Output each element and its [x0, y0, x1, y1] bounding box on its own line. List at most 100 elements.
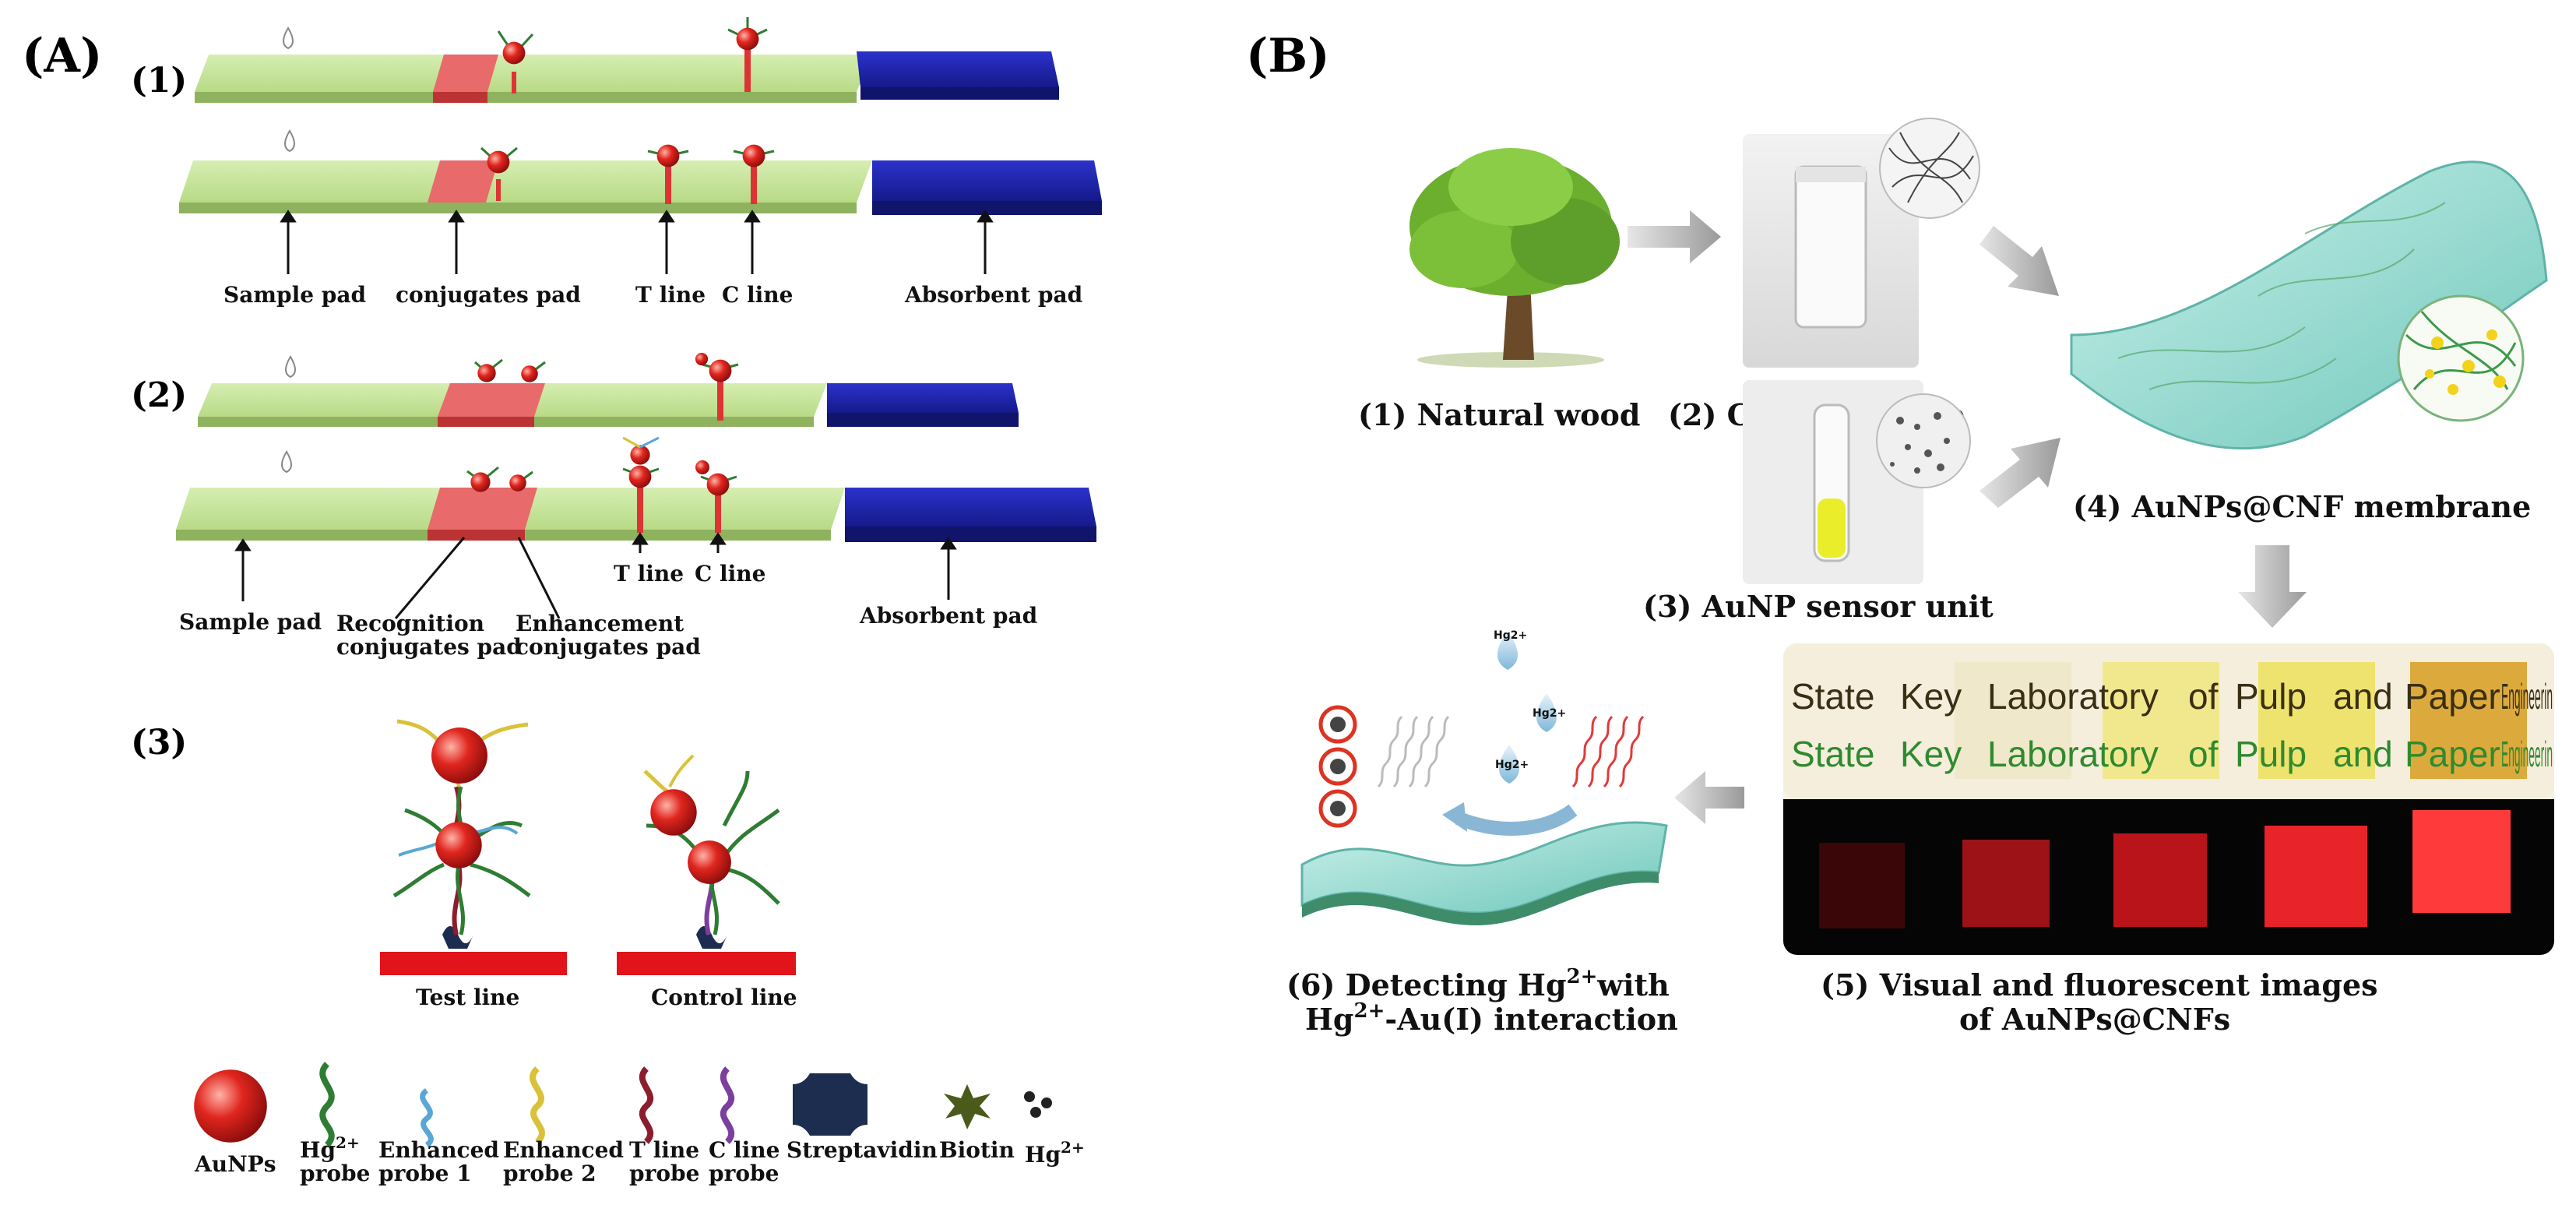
svg-text:Engineerin: Engineerin	[2501, 734, 2553, 774]
svg-text:Hg2+: Hg2+	[1533, 707, 1566, 720]
curved-arrow	[1455, 804, 1578, 836]
arrow-aunp-to-membrane	[1980, 438, 2060, 508]
label-recognition-pad: conjugates pad	[336, 634, 522, 660]
conjugate-probe-1a	[497, 30, 534, 93]
svg-text:of: of	[2188, 734, 2219, 774]
fluorescent-square-2	[1962, 840, 2050, 927]
svg-text:Laboratory: Laboratory	[1987, 734, 2159, 774]
fluorescent-square-1	[1819, 843, 1905, 928]
svg-text:and: and	[2333, 734, 2393, 774]
control-line-construct	[617, 754, 796, 975]
red-signal-waves	[1571, 715, 1645, 788]
visual-fluorescent-photo: State Key Laboratory of Pulp and Paper E…	[1783, 643, 2554, 955]
label-sample-pad-2: Sample pad	[179, 609, 322, 635]
fluorescent-square-4	[2265, 826, 2367, 927]
svg-text:State: State	[1791, 734, 1874, 774]
purple-probe-icon	[720, 1066, 735, 1144]
step-4-caption: (4) AuNPs@CNF membrane	[2073, 489, 2531, 524]
aunp-tem-inset	[1876, 393, 1971, 488]
hg-droplet-2: Hg2+	[1533, 693, 1566, 732]
conjugate-probes-2a	[474, 358, 546, 382]
label-absorbent-pad-1: Absorbent pad	[904, 282, 1082, 308]
label-test-line: Test line	[416, 985, 519, 1010]
pointer-lines-1	[280, 210, 994, 274]
legend-hg-sup: 2+	[336, 1133, 360, 1152]
legend-ep2-line2: probe 2	[503, 1161, 596, 1186]
legend-hg2-sup: 2+	[1061, 1138, 1085, 1157]
legend-ep1-line2: probe 1	[378, 1161, 472, 1186]
t-line-probe-2a	[695, 352, 739, 421]
biotin-star-icon	[944, 1084, 991, 1129]
svg-text:Pulp: Pulp	[2235, 734, 2307, 774]
label-enhancement: Enhancement	[516, 611, 684, 636]
hazard-icons	[1318, 705, 1357, 828]
hg-detection-illustration: Hg2+ Hg2+ Hg2+	[1300, 629, 1668, 926]
svg-text:Key: Key	[1900, 676, 1962, 717]
legend-hg-probe: Hg2+ probe	[300, 1062, 370, 1186]
step-1-caption: (1) Natural wood	[1358, 397, 1640, 432]
section-1-number: (1)	[131, 61, 187, 100]
droplet-icon	[281, 450, 292, 474]
label-sample-pad-1: Sample pad	[223, 282, 366, 308]
legend-strep-label: Streptavidin	[787, 1137, 938, 1163]
legend-hg-ion: Hg2+	[1024, 1091, 1085, 1168]
svg-text:Paper: Paper	[2405, 734, 2500, 774]
fluorescent-square-5	[2412, 810, 2511, 913]
svg-text:Hg2+: Hg2+	[300, 1133, 360, 1163]
legend-hg2-label: Hg	[1025, 1142, 1061, 1168]
svg-text:Paper: Paper	[2405, 676, 2500, 717]
label-absorbent-pad-2: Absorbent pad	[859, 603, 1037, 629]
t-line-probe-1b	[647, 144, 689, 204]
legend-ep2-line1: Enhanced	[503, 1137, 624, 1163]
membrane-zoom-inset	[2397, 294, 2525, 422]
maroon-probe-icon	[639, 1066, 654, 1144]
pointer-lines-2	[234, 532, 957, 619]
svg-text:and: and	[2333, 676, 2393, 717]
streptavidin-icon	[793, 1073, 867, 1136]
lateral-flow-strip-1a	[195, 26, 1059, 103]
c-line-probe-1b	[733, 144, 775, 204]
legend-tlp-line1: T line	[629, 1137, 699, 1163]
step-5-caption-line1: (5) Visual and fluorescent images	[1821, 967, 2378, 1002]
legend-clp-line2: probe	[709, 1161, 779, 1186]
svg-text:Engineerin: Engineerin	[2501, 676, 2553, 717]
svg-text:Key: Key	[1900, 734, 1962, 774]
legend-t-line-probe: T line probe	[629, 1066, 699, 1186]
svg-text:Pulp: Pulp	[2235, 676, 2307, 717]
label-c-line-1: C line	[722, 282, 793, 308]
svg-text:of: of	[2188, 676, 2219, 717]
conjugates-pad-1a	[433, 55, 498, 92]
svg-text:State: State	[1791, 676, 1874, 717]
yellow-probe-icon	[530, 1066, 545, 1144]
droplet-icon	[284, 129, 295, 153]
aunps-cnf-membrane-image	[2070, 160, 2548, 450]
svg-text:Hg2+: Hg2+	[1495, 759, 1529, 771]
blue-probe-icon	[420, 1088, 434, 1147]
hg-droplet-1: Hg2+	[1494, 629, 1527, 670]
test-line-construct	[380, 719, 567, 975]
natural-wood-tree-image	[1409, 148, 1620, 368]
label-t-line-1: T line	[635, 282, 706, 308]
svg-text:Laboratory: Laboratory	[1987, 676, 2159, 717]
gold-nanoparticle-icon	[194, 1069, 267, 1143]
conjugate-probe-1b	[480, 146, 518, 201]
c-line-probe-2b	[695, 460, 737, 533]
absorbent-pad-1a	[857, 51, 1059, 87]
aunp-sensor-image	[1743, 380, 1971, 584]
cnf-substrate-image	[1743, 118, 1980, 368]
photo-text-row-2: State Key Laboratory of Pulp and Paper E…	[1791, 734, 2553, 774]
label-c-line-2: C line	[695, 561, 765, 587]
section-2-number: (2)	[131, 375, 187, 415]
legend-biotin: Biotin	[939, 1084, 1015, 1163]
hg-droplet-3: Hg2+	[1495, 745, 1529, 784]
label-enhancement-pad: conjugates pad	[516, 634, 701, 660]
step-6-caption-line1: (6) Detecting Hg2+with	[1286, 965, 1670, 1002]
legend-enhanced-probe-1: Enhanced probe 1	[378, 1088, 499, 1186]
label-control-line: Control line	[651, 985, 797, 1010]
step-6-caption-line2: Hg2+-Au(I) interaction	[1305, 999, 1678, 1037]
arrow-cnf-to-membrane	[1980, 226, 2059, 296]
t-line-probe-2b	[622, 436, 660, 533]
photo-text-row-1: State Key Laboratory of Pulp and Paper E…	[1791, 676, 2553, 717]
green-probe-icon	[319, 1062, 335, 1147]
